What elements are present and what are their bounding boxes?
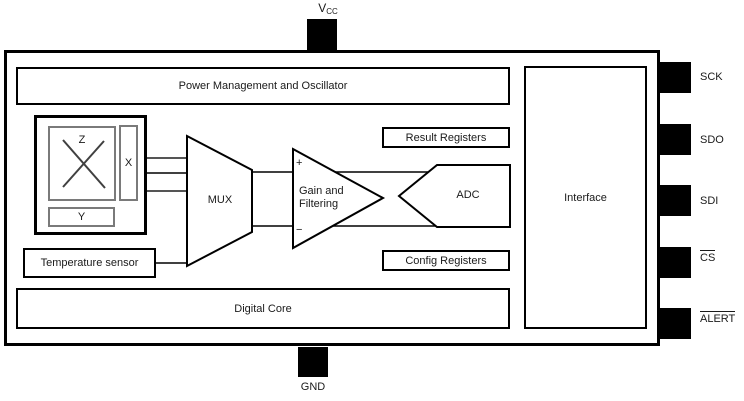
z-sensor-box: Z <box>48 126 116 201</box>
sensor-block: Z X Y <box>34 115 147 235</box>
cs-pin-label: CS <box>700 250 716 264</box>
gain-filtering-label: Gain and Filtering <box>299 185 369 211</box>
power-management-block: Power Management and Oscillator <box>16 67 510 105</box>
sdo-pin <box>659 124 691 155</box>
interface-label: Interface <box>564 191 607 204</box>
power-management-label: Power Management and Oscillator <box>178 80 348 92</box>
mux-label: MUX <box>207 194 233 206</box>
gain-filtering-line2: Filtering <box>299 198 339 210</box>
vcc-label-main: V <box>318 1 327 15</box>
digital-core-block: Digital Core <box>16 288 510 329</box>
digital-core-label: Digital Core <box>234 302 292 315</box>
sdi-pin-label: SDI <box>700 195 719 207</box>
z-axis-label: Z <box>78 134 86 146</box>
alert-pin-text: ALERT <box>700 311 736 325</box>
vcc-pin <box>307 19 337 50</box>
temperature-sensor-block: Temperature sensor <box>23 248 156 278</box>
temperature-sensor-label: Temperature sensor <box>40 257 139 269</box>
amp-minus-sign: − <box>296 224 303 236</box>
config-registers-label: Config Registers <box>405 254 487 267</box>
y-axis-label: Y <box>77 211 86 223</box>
amp-plus-sign: + <box>296 157 303 169</box>
cs-pin-text: CS <box>700 250 716 264</box>
x-sensor-box: X <box>119 125 138 201</box>
adc-label: ADC <box>456 189 480 201</box>
sck-pin <box>659 62 691 93</box>
sensor-cross-icon <box>62 139 106 189</box>
alert-pin-label: ALERT <box>700 311 736 325</box>
gain-filtering-line1: Gain and <box>299 185 344 197</box>
interface-block: Interface <box>524 66 647 329</box>
y-sensor-box: Y <box>48 207 115 227</box>
gnd-pin <box>298 347 328 377</box>
result-registers-block: Result Registers <box>382 127 510 148</box>
sck-pin-label: SCK <box>700 71 723 83</box>
vcc-label-sub: CC <box>326 7 338 16</box>
x-axis-label: X <box>124 157 133 169</box>
sdi-pin <box>659 185 691 216</box>
cs-pin <box>659 247 691 278</box>
gnd-pin-label: GND <box>300 381 326 393</box>
result-registers-label: Result Registers <box>405 131 487 144</box>
alert-pin <box>659 308 691 339</box>
config-registers-block: Config Registers <box>382 250 510 271</box>
vcc-pin-label: VCC <box>306 2 350 18</box>
sdo-pin-label: SDO <box>700 134 724 146</box>
